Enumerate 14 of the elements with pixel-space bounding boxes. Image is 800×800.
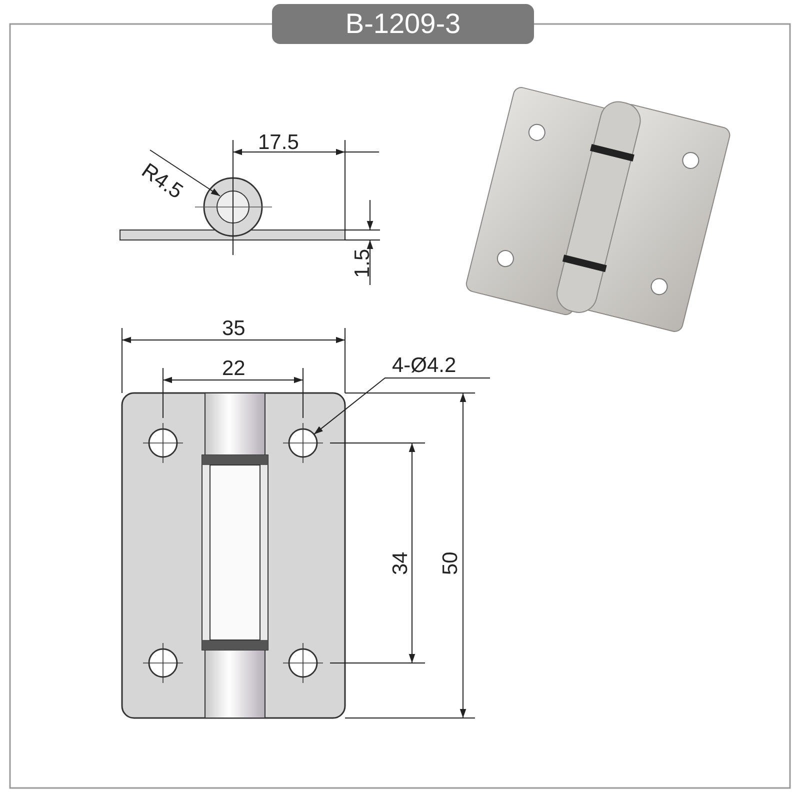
mounting-hole [288,648,318,678]
mounting-hole [148,428,178,458]
dimension-label: 1.5 [352,248,373,278]
dimension-label: 22 [222,358,246,379]
leader-line [314,378,490,435]
dimension-label: 50 [440,552,461,575]
mounting-hole [288,428,318,458]
dimension-label: 35 [222,318,246,339]
mounting-hole [148,648,178,678]
title-banner: B-1209-3 [272,4,534,44]
dimension-label: R4.5 [138,160,186,203]
dimension-label: 17.5 [258,132,299,153]
callout-text: 4-Ø4.2 [392,355,456,376]
dimension-label: 34 [390,552,411,575]
